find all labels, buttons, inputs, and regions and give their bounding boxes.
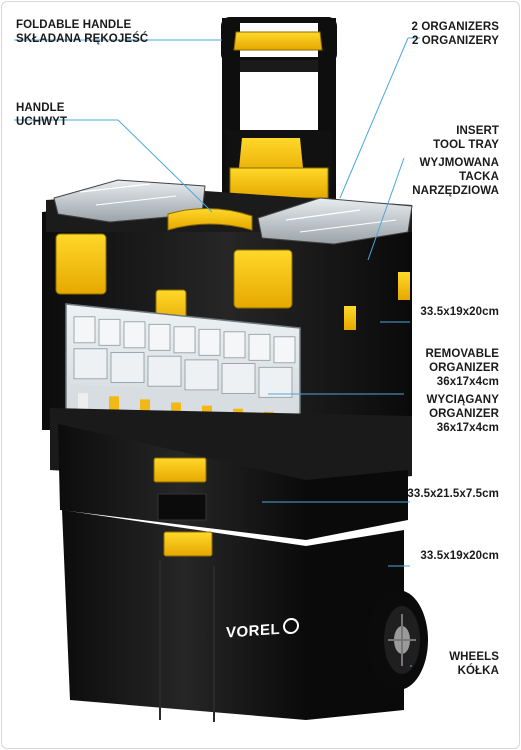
label-insert-tray-en1: INSERT (456, 125, 499, 137)
organizer-cell (123, 321, 146, 349)
label-insert-tray-pl3: NARZĘDZIOWA (412, 185, 499, 197)
bottom-bin (62, 510, 404, 722)
organizer-cell (73, 316, 96, 344)
label-insert-tray-en2: TOOL TRAY (433, 139, 499, 151)
organizer-cell (73, 348, 108, 380)
top-case (42, 179, 413, 430)
label-dim-top: 33.5x19x20cm (420, 305, 499, 319)
label-removable: REMOVABLE ORGANIZER 36x17x4cm WYCIĄGANY … (425, 347, 499, 435)
label-removable-pl1: WYCIĄGANY (426, 394, 499, 406)
leader-lines (14, 37, 420, 667)
organizer-cell (221, 363, 256, 395)
leader-line (117, 119, 213, 213)
label-organizers: 2 ORGANIZERS 2 ORGANIZERY (412, 20, 499, 48)
organizer-cell (148, 323, 171, 351)
middle-drawer (50, 408, 412, 540)
label-insert-tray-pl1: WYJMOWANA (419, 157, 499, 169)
label-wheels: WHEELS KÓŁKA (449, 650, 499, 678)
label-dim-drawer: 33.5x21.5x7.5cm (407, 487, 499, 501)
label-dim-top-text: 33.5x19x20cm (420, 306, 499, 318)
label-removable-en2: ORGANIZER (429, 362, 499, 374)
organizer-cell (110, 352, 145, 383)
organizer-cell (184, 359, 219, 391)
leader-line (339, 37, 409, 199)
label-dim-drawer-text: 33.5x21.5x7.5cm (407, 488, 499, 500)
label-dim-bottom-text: 33.5x19x20cm (420, 550, 499, 562)
organizer-cell (147, 355, 182, 387)
label-wheels-pl: KÓŁKA (457, 665, 499, 677)
brand-icon (283, 617, 300, 635)
leader-line (367, 157, 405, 261)
label-removable-pl2: ORGANIZER (429, 408, 499, 420)
foldable-handle (221, 17, 337, 218)
organizer-cell (198, 328, 221, 356)
label-foldable-handle: FOLDABLE HANDLE SKŁADANA RĘKOJEŚĆ (16, 18, 148, 46)
label-organizers-pl: 2 ORGANIZERY (411, 35, 499, 47)
label-removable-pl3: 36x17x4cm (436, 422, 499, 434)
label-foldable-handle-pl: SKŁADANA RĘKOJEŚĆ (16, 33, 149, 45)
organizer-cell (98, 318, 121, 346)
label-foldable-handle-en: FOLDABLE HANDLE (16, 19, 132, 31)
label-insert-tray-pl2: TACKA (459, 171, 499, 183)
label-dim-bottom: 33.5x19x20cm (420, 549, 499, 563)
organizer-cell (258, 366, 293, 398)
label-handle-en: HANDLE (16, 102, 65, 114)
label-organizers-en: 2 ORGANIZERS (411, 21, 499, 33)
organizer-cell (248, 333, 271, 361)
label-insert-tray: INSERT TOOL TRAY WYJMOWANA TACKA NARZĘDZ… (412, 124, 499, 198)
label-handle: HANDLE UCHWYT (16, 101, 67, 129)
organizer-cell (173, 326, 196, 354)
label-handle-pl: UCHWYT (16, 116, 68, 128)
wheel (368, 590, 428, 690)
organizer-cell (273, 336, 296, 364)
label-wheels-en: WHEELS (449, 651, 499, 663)
label-removable-en1: REMOVABLE (425, 348, 499, 360)
organizer-cell (223, 331, 246, 359)
label-removable-en3: 36x17x4cm (436, 376, 499, 388)
